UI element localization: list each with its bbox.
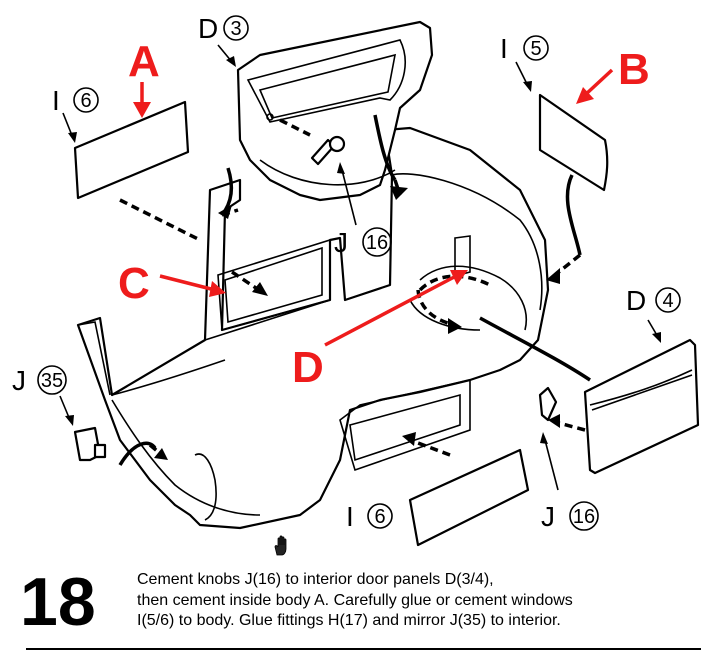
- window-i6-bottom: [408, 448, 530, 547]
- part-letter: I: [346, 501, 354, 532]
- part-number: 16: [573, 506, 595, 528]
- knob-j16-mid: [310, 135, 346, 166]
- part-number: 6: [80, 90, 91, 112]
- step-number: 18: [20, 564, 96, 640]
- placement-arrows: [118, 114, 591, 466]
- instruction-line: I(5/6) to body. Glue fittings H(17) and …: [137, 612, 561, 629]
- instruction-line: then cement inside body A. Carefully glu…: [137, 591, 573, 609]
- part-label-j16-mid: J 16: [334, 227, 392, 258]
- part-letter: J: [541, 501, 555, 532]
- window-i5: [538, 93, 609, 192]
- door-panel-d4: [583, 338, 700, 475]
- part-number: 35: [41, 370, 63, 392]
- part-label-i5: I 5: [500, 33, 549, 64]
- part-number: 4: [662, 290, 673, 312]
- assembly-diagram: D 3 I 5 I 6 J 16 D 4 J 35 I 6 J 16 A B C…: [12, 13, 700, 547]
- part-number: 16: [366, 232, 388, 254]
- hand-icon: [274, 535, 287, 556]
- bottom-divider: [26, 648, 701, 650]
- instruction-block: 18 Cement knobs J(16) to interior door p…: [0, 566, 726, 651]
- callout-c: C: [118, 259, 150, 308]
- red-callout-arrows: [133, 68, 614, 347]
- part-label-d3: D 3: [198, 13, 249, 44]
- part-label-j16-bottom: J 16: [541, 501, 599, 532]
- part-number: 3: [230, 18, 241, 40]
- part-label-i6-bottom: I 6: [346, 501, 393, 532]
- part-label-d4: D 4: [626, 285, 681, 316]
- part-number: 5: [530, 38, 541, 60]
- callout-a: A: [128, 37, 160, 86]
- body-shell: [76, 126, 550, 530]
- part-letter: I: [52, 85, 60, 116]
- step-instructions: Cement knobs J(16) to interior door pane…: [137, 570, 573, 632]
- window-i6-top: [73, 100, 190, 200]
- part-label-j35: J 35: [12, 365, 67, 396]
- callout-b: B: [618, 45, 650, 94]
- part-label-i6-top: I 6: [52, 85, 99, 116]
- mirror-j35: [73, 426, 107, 462]
- leader-lines: [59, 44, 661, 491]
- part-letter: I: [500, 33, 508, 64]
- callout-d: D: [292, 343, 324, 392]
- part-letter: J: [334, 227, 348, 258]
- knob-j16-bottom: [538, 386, 558, 422]
- part-letter: D: [626, 285, 646, 316]
- part-letter: D: [198, 13, 218, 44]
- part-letter: J: [12, 365, 26, 396]
- instruction-line: Cement knobs J(16) to interior door pane…: [137, 571, 494, 588]
- part-number: 6: [374, 506, 385, 528]
